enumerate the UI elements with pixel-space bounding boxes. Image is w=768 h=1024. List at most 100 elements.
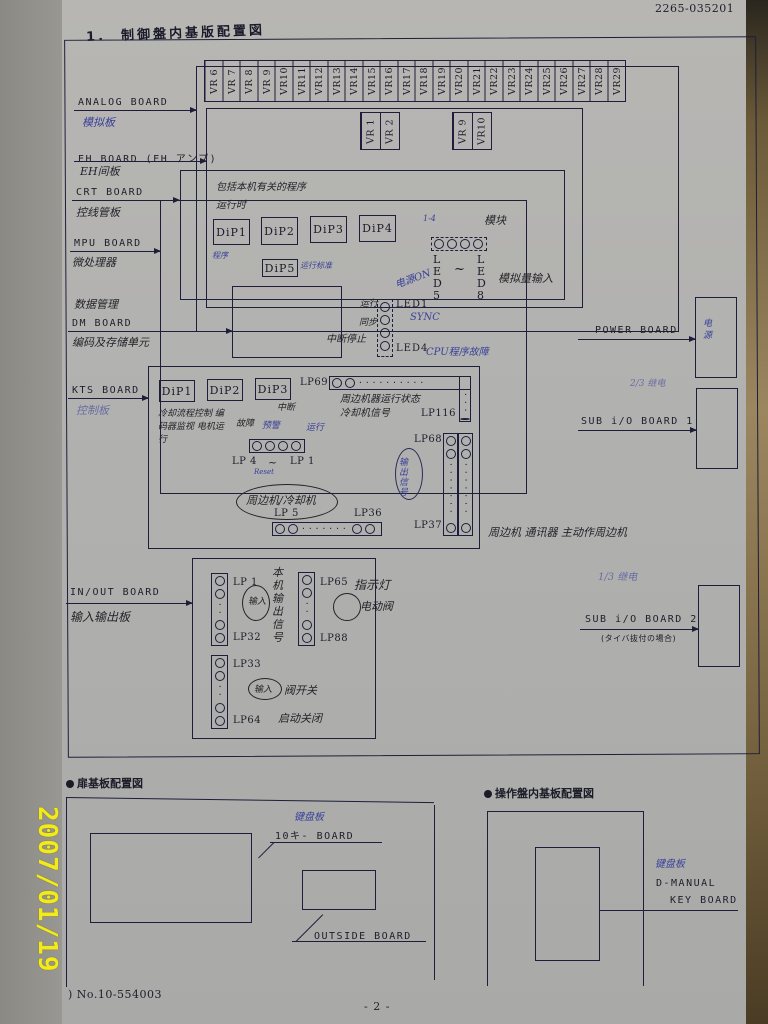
crt-board-note: 控线管板	[76, 206, 120, 219]
power-board-label: POWER BOARD	[595, 325, 678, 336]
vr-label: VR12	[310, 61, 328, 101]
vr-label: VR15	[362, 61, 380, 101]
d-manual-label: D-MANUAL	[656, 878, 717, 889]
led-note-module: 模块	[484, 214, 506, 227]
mpu-dip5-note: 运行标准	[300, 261, 332, 270]
mpu-led-row	[431, 237, 487, 251]
kts-lp68-label: LP68	[414, 434, 443, 445]
vr-label: VR 9	[257, 61, 275, 101]
mpu-led-column	[377, 299, 393, 357]
peripheral-note: 周边机 通讯器 主动作周边机	[488, 526, 627, 539]
vr-label: VR20	[450, 61, 468, 101]
ten-key-board-label: 10キ- BOARD	[275, 831, 355, 842]
in-out-board-arrow	[66, 600, 193, 606]
in-out-lp65-column: ··	[298, 572, 315, 646]
kts-board-label: KTS BOARD	[72, 385, 140, 396]
vr-label: VR29	[607, 61, 625, 101]
mpu-led5-label: LED5	[433, 253, 442, 302]
kts-lp69-label: LP69	[300, 377, 329, 388]
analog-board-outline	[196, 66, 679, 332]
vr-label: VR28	[590, 61, 608, 101]
mpu-dip-switch-3: DiP3	[310, 216, 347, 243]
in-out-lp64-label: LP64	[233, 715, 262, 726]
kts-lp1-label: LP 1	[290, 456, 315, 467]
kts-lp-note-warn: 预警	[262, 421, 281, 431]
kts-lp-note-fault: 故障	[236, 419, 255, 429]
kts-lp5-row: ·······	[272, 522, 382, 536]
mpu-board-outline	[160, 200, 527, 494]
kts-dip-switch-2: DiP2	[207, 379, 243, 401]
door-frame-right	[434, 805, 435, 980]
dm-board-note-above: 数据管理	[74, 298, 118, 311]
kts-lp116-column: ···	[459, 376, 471, 422]
document-number-top: 2265-035201	[655, 2, 735, 15]
ten-key-board-leader	[270, 842, 382, 843]
sub-io-board-2-sublabel: (タイバ抜付の場合)	[601, 634, 677, 643]
ten-key-board-outline	[90, 833, 252, 923]
in-out-board-label: IN/OUT BOARD	[70, 587, 161, 598]
mpu-dip-switch-4: DiP4	[359, 215, 396, 242]
sub-io-board-2-note: 1/3 继电	[598, 572, 638, 583]
sub-io-board-2-outline	[698, 585, 740, 667]
kts-lp5-note-circle	[236, 484, 338, 520]
outside-board-leader	[292, 941, 426, 942]
crt-board-note-top: 包括本机有关的程序	[216, 182, 306, 193]
kts-lp-note-run: 运行	[306, 423, 325, 433]
vr-label: VR 2	[380, 113, 399, 149]
mpu-board-note: 微处理器	[72, 256, 116, 269]
in-out-note-circle-3	[248, 678, 282, 700]
eh-board-label: EH BOARD (EH アンプ)	[78, 154, 218, 165]
vr-label: VR21	[467, 61, 485, 101]
dm-board-arrow	[68, 328, 233, 334]
led-note-cpu-fault: CPU程序故障	[426, 347, 489, 358]
kts-lp69-note: 周边机器运行状态 冷却机信号	[340, 394, 420, 419]
eh-board-note: EH间板	[80, 165, 120, 178]
in-out-board-note: 输入输出板	[70, 610, 131, 624]
operation-panel-frame	[487, 811, 644, 986]
vr-label: VR18	[415, 61, 433, 101]
document-number-bottom: ) No.10-554003	[68, 988, 163, 1001]
mpu-dip1-note: 程序	[212, 251, 228, 260]
bullet-icon	[66, 780, 74, 788]
kts-lp4-label: LP 4	[232, 456, 257, 467]
vr-label: VR10	[275, 61, 293, 101]
kts-lp68-column-a: ·······	[443, 433, 458, 536]
in-out-note-start-stop: 启动关闭	[278, 712, 322, 725]
in-out-board-outline	[192, 558, 376, 739]
kts-board-outline	[148, 366, 480, 549]
vr-label: VR 9	[453, 113, 472, 149]
kts-lp36-label: LP36	[354, 508, 383, 519]
in-out-lp32-label: LP32	[233, 632, 262, 643]
section-3-heading: 操作盤内基板配置図	[484, 785, 594, 801]
dm-board-outline	[232, 286, 342, 358]
kts-lp-row	[249, 439, 305, 453]
mpu-led8-label: LED8	[477, 253, 486, 302]
dm-board-label: DM BOARD	[72, 318, 133, 329]
kts-lp68-note: 输出信号	[399, 458, 409, 498]
eh-board-arrow	[74, 158, 207, 164]
sub-io-board-1-arrow	[578, 427, 697, 433]
background-left	[0, 0, 70, 1024]
section-3-title: 操作盤内基板配置図	[495, 787, 594, 800]
d-manual-key-board-outline	[535, 847, 600, 961]
in-out-note-switch: 阀开关	[284, 684, 317, 697]
led-note-interrupt: 中断停止	[326, 334, 366, 345]
kts-lp-tilde: ~	[268, 456, 279, 469]
vr-label: VR24	[520, 61, 538, 101]
kts-board-note: 控制板	[76, 404, 109, 417]
in-out-lp88-label: LP88	[320, 633, 349, 644]
dm-board-note-below: 编码及存储单元	[72, 336, 149, 349]
mpu-dip-switch-2: DiP2	[261, 217, 298, 245]
in-out-note-indicator: 指示灯	[354, 578, 391, 592]
led-note-sync-en: SYNC	[410, 312, 440, 323]
in-out-lp65-label: LP65	[320, 577, 349, 588]
eh-board-outline	[206, 108, 583, 308]
vr-label: VR27	[572, 61, 590, 101]
vr-label: VR 6	[205, 61, 223, 101]
in-out-note-circle-2	[333, 593, 361, 621]
in-out-note-input: 输入	[248, 597, 267, 607]
led-note-run: 运行	[360, 299, 379, 309]
power-board-outline	[695, 297, 737, 378]
vr-label: VR22	[485, 61, 503, 101]
bullet-icon	[484, 790, 492, 798]
